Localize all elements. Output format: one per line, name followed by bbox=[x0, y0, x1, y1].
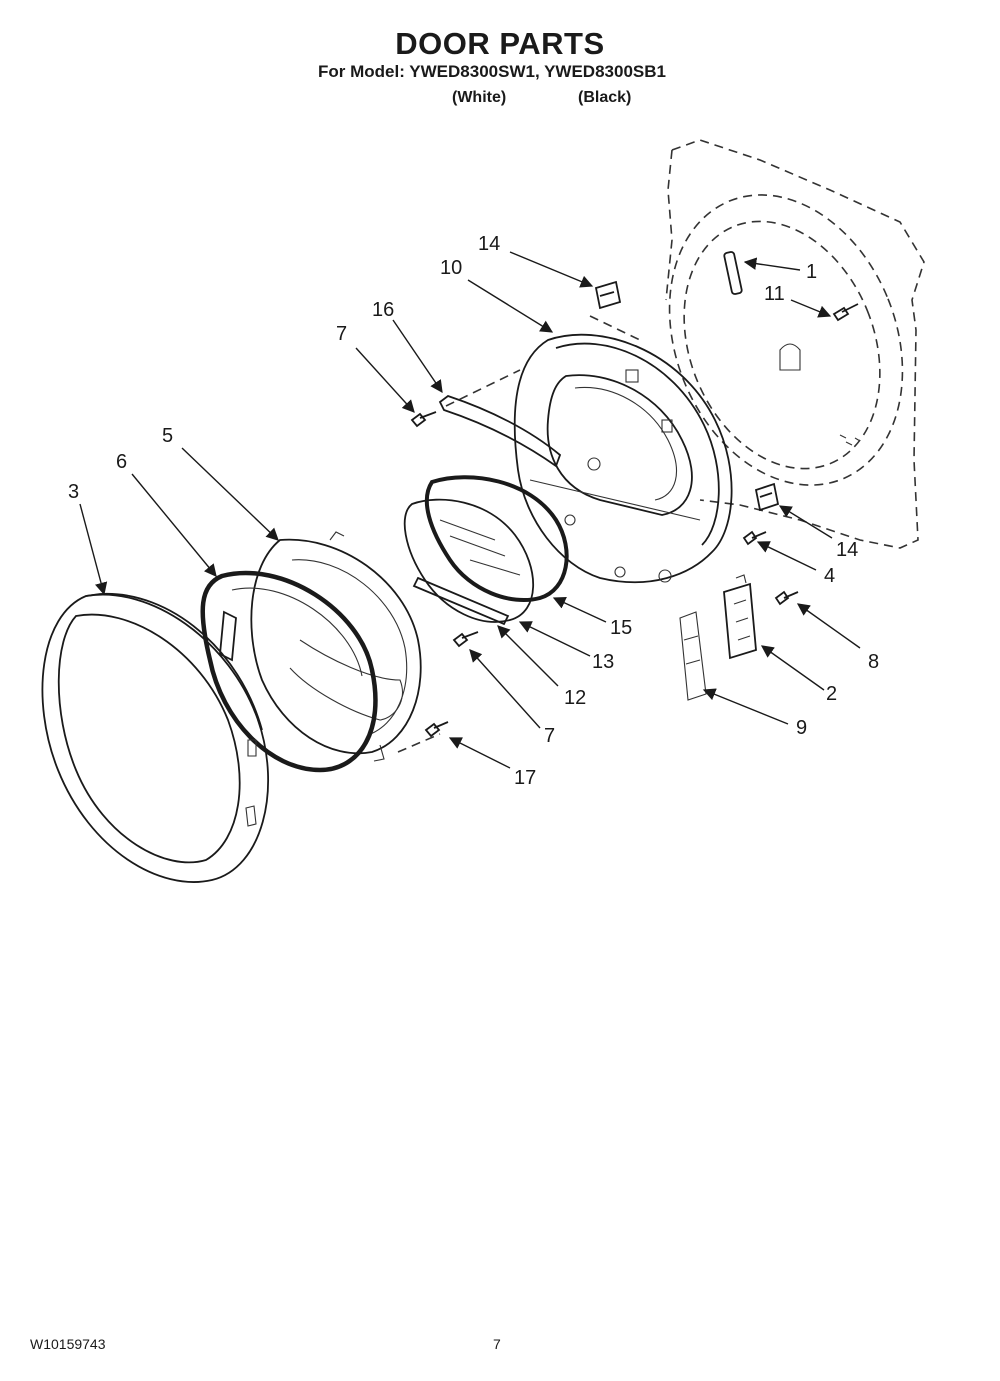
alignment-line-3 bbox=[589, 315, 641, 341]
callout-14-upper: 14 bbox=[478, 233, 500, 255]
callout-4: 4 bbox=[824, 565, 835, 587]
part-17-screw bbox=[424, 721, 449, 738]
callout-3: 3 bbox=[68, 481, 79, 503]
page-number: 7 bbox=[493, 1336, 501, 1352]
part-9-shim bbox=[679, 611, 707, 701]
document-number: W10159743 bbox=[30, 1336, 106, 1352]
callout-13: 13 bbox=[592, 651, 614, 673]
part-1-door-strike bbox=[723, 251, 743, 295]
variant-black: (Black) bbox=[578, 89, 632, 106]
callout-7-upper: 7 bbox=[336, 323, 347, 345]
page-title: DOOR PARTS bbox=[395, 26, 605, 61]
part-16-handle-bracket bbox=[438, 394, 562, 468]
part-12-deflector bbox=[412, 576, 510, 626]
callout-10: 10 bbox=[440, 257, 462, 279]
part-8-screw bbox=[774, 590, 799, 606]
alignment-line-1 bbox=[445, 369, 521, 407]
callout-7-lower: 7 bbox=[544, 725, 555, 747]
callout-2: 2 bbox=[826, 683, 837, 705]
part-5-inner-door-liner bbox=[250, 531, 422, 762]
part-10-inner-door-panel bbox=[513, 333, 733, 584]
callout-5: 5 bbox=[162, 425, 173, 447]
callout-1: 1 bbox=[806, 261, 817, 283]
callout-12: 12 bbox=[564, 687, 586, 709]
part-15-door-gasket bbox=[424, 475, 569, 603]
part-6-door-seal bbox=[200, 570, 378, 773]
part-13-door-glass bbox=[403, 498, 535, 623]
variant-white: (White) bbox=[452, 89, 507, 106]
part-3-outer-door bbox=[41, 593, 269, 883]
model-line: For Model: YWED8300SW1, YWED8300SB1 bbox=[318, 62, 666, 81]
part-7-screw-lower bbox=[452, 631, 479, 648]
callout-11: 11 bbox=[764, 283, 785, 305]
part-4-screw bbox=[742, 530, 767, 546]
part-14-clip-upper bbox=[594, 280, 622, 310]
callout-6: 6 bbox=[116, 451, 127, 473]
leader-lines bbox=[79, 251, 861, 769]
part-11-screw bbox=[832, 303, 859, 322]
callout-9: 9 bbox=[796, 717, 807, 739]
callout-15: 15 bbox=[610, 617, 632, 639]
part-7-screw-upper bbox=[410, 411, 437, 428]
callout-14-lower: 14 bbox=[836, 539, 858, 561]
alignment-line-2 bbox=[397, 733, 441, 753]
callout-17: 17 bbox=[514, 767, 536, 789]
callout-8: 8 bbox=[868, 651, 879, 673]
part-14-clip-lower bbox=[754, 482, 780, 512]
callout-16: 16 bbox=[372, 299, 394, 321]
part-2-door-lock bbox=[723, 574, 757, 660]
cabinet-front-panel bbox=[665, 139, 925, 549]
